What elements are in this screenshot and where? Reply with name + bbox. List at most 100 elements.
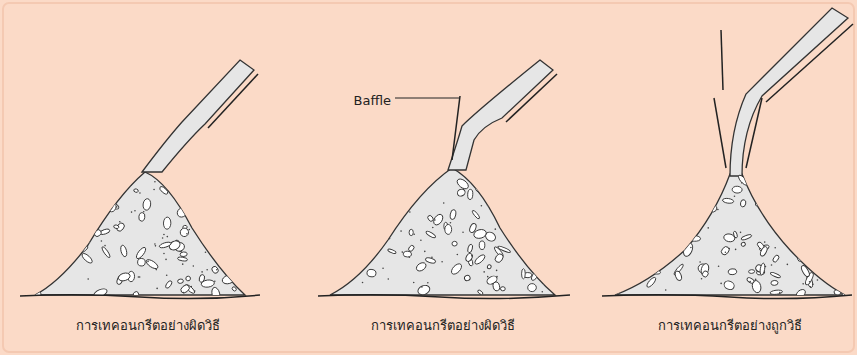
aggregate bbox=[467, 162, 476, 167]
aggregate bbox=[93, 214, 103, 222]
aggregate bbox=[163, 175, 174, 185]
aggregate bbox=[334, 214, 343, 226]
sand-grain bbox=[163, 234, 165, 236]
sand-grain bbox=[221, 237, 223, 239]
aggregate bbox=[674, 270, 682, 281]
sand-grain bbox=[191, 286, 193, 288]
aggregate bbox=[350, 252, 360, 264]
sand-grain bbox=[529, 258, 531, 260]
aggregate bbox=[455, 177, 470, 191]
aggregate bbox=[417, 284, 432, 297]
aggregate bbox=[522, 269, 526, 279]
sand-grain bbox=[834, 200, 836, 202]
aggregate bbox=[669, 247, 678, 256]
aggregate bbox=[409, 229, 413, 235]
ground-line bbox=[602, 295, 852, 299]
sand-grain bbox=[514, 216, 516, 218]
sand-grain bbox=[138, 276, 140, 278]
aggregate bbox=[732, 186, 742, 193]
aggregate bbox=[530, 254, 542, 264]
aggregate bbox=[770, 290, 783, 296]
aggregate bbox=[797, 255, 805, 262]
aggregate bbox=[511, 215, 517, 222]
aggregate bbox=[805, 247, 812, 258]
sand-grain bbox=[342, 212, 344, 214]
aggregate bbox=[723, 279, 736, 291]
aggregate bbox=[688, 235, 700, 241]
aggregate bbox=[93, 287, 108, 299]
sand-grain bbox=[495, 228, 497, 230]
sand-grain bbox=[481, 205, 483, 207]
sand-grain bbox=[351, 232, 353, 234]
sand-grain bbox=[439, 161, 441, 163]
aggregate bbox=[500, 286, 505, 291]
aggregate bbox=[415, 261, 428, 273]
sand-grain bbox=[462, 231, 464, 233]
sand-grain bbox=[76, 192, 78, 194]
aggregate bbox=[175, 185, 184, 199]
sand-grain bbox=[630, 228, 632, 230]
aggregate bbox=[357, 172, 365, 180]
aggregate bbox=[105, 165, 116, 176]
aggregate bbox=[450, 209, 457, 220]
sand-grain bbox=[541, 255, 543, 257]
concrete-flow bbox=[35, 8, 848, 295]
aggregate bbox=[452, 241, 458, 246]
aggregate bbox=[492, 281, 500, 291]
aggregate bbox=[737, 174, 749, 187]
aggregate bbox=[179, 180, 185, 187]
aggregate bbox=[652, 270, 661, 275]
aggregate bbox=[673, 208, 686, 221]
sand-grain bbox=[179, 198, 181, 200]
aggregate bbox=[227, 226, 233, 232]
aggregate bbox=[231, 250, 244, 262]
sand-grain bbox=[382, 267, 384, 269]
aggregate bbox=[654, 238, 665, 249]
ground-line bbox=[20, 295, 260, 299]
aggregate bbox=[358, 208, 368, 216]
caption-wrap: การเทคอนกรีตอย่างผิดวิธี bbox=[76, 315, 220, 334]
aggregate bbox=[480, 185, 485, 190]
chute bbox=[766, 24, 853, 102]
sand-grain bbox=[809, 281, 811, 283]
sand-grain bbox=[166, 274, 168, 276]
aggregate bbox=[679, 224, 689, 234]
aggregate bbox=[163, 217, 171, 229]
sand-grain bbox=[154, 243, 156, 245]
sand-grain bbox=[87, 278, 89, 280]
aggregate bbox=[456, 188, 466, 198]
sand-grain bbox=[550, 187, 552, 189]
sand-grain bbox=[352, 218, 354, 220]
aggregate bbox=[66, 211, 73, 219]
sand-grain bbox=[443, 202, 445, 204]
sand-grain bbox=[810, 286, 812, 288]
sand-grain bbox=[541, 291, 543, 293]
aggregate bbox=[425, 230, 436, 239]
aggregate bbox=[41, 248, 52, 259]
aggregate bbox=[746, 277, 755, 284]
aggregate bbox=[467, 244, 473, 253]
aggregate bbox=[427, 214, 435, 222]
sand-grain bbox=[162, 237, 164, 239]
sand-grain bbox=[237, 198, 239, 200]
aggregate bbox=[419, 166, 427, 175]
sand-grain bbox=[239, 201, 241, 203]
aggregate bbox=[214, 190, 223, 202]
sand-grain bbox=[78, 235, 80, 237]
sand-grain bbox=[787, 264, 789, 266]
sand-grain bbox=[548, 218, 550, 220]
sand-grain bbox=[471, 255, 473, 257]
aggregate bbox=[35, 177, 48, 190]
aggregate-texture bbox=[30, 155, 247, 301]
aggregate bbox=[201, 279, 215, 288]
caption-wrap: การเทคอนกรีตอย่างถูกวิธี bbox=[658, 315, 802, 334]
part-label: Baffle bbox=[354, 93, 391, 109]
aggregate bbox=[610, 286, 623, 296]
sand-grain bbox=[362, 282, 364, 284]
sand-grain bbox=[420, 239, 422, 241]
sand-grain bbox=[501, 198, 503, 200]
aggregate bbox=[513, 205, 523, 219]
sand-grain bbox=[131, 211, 133, 213]
aggregate bbox=[142, 198, 151, 210]
sand-grain bbox=[836, 217, 838, 219]
